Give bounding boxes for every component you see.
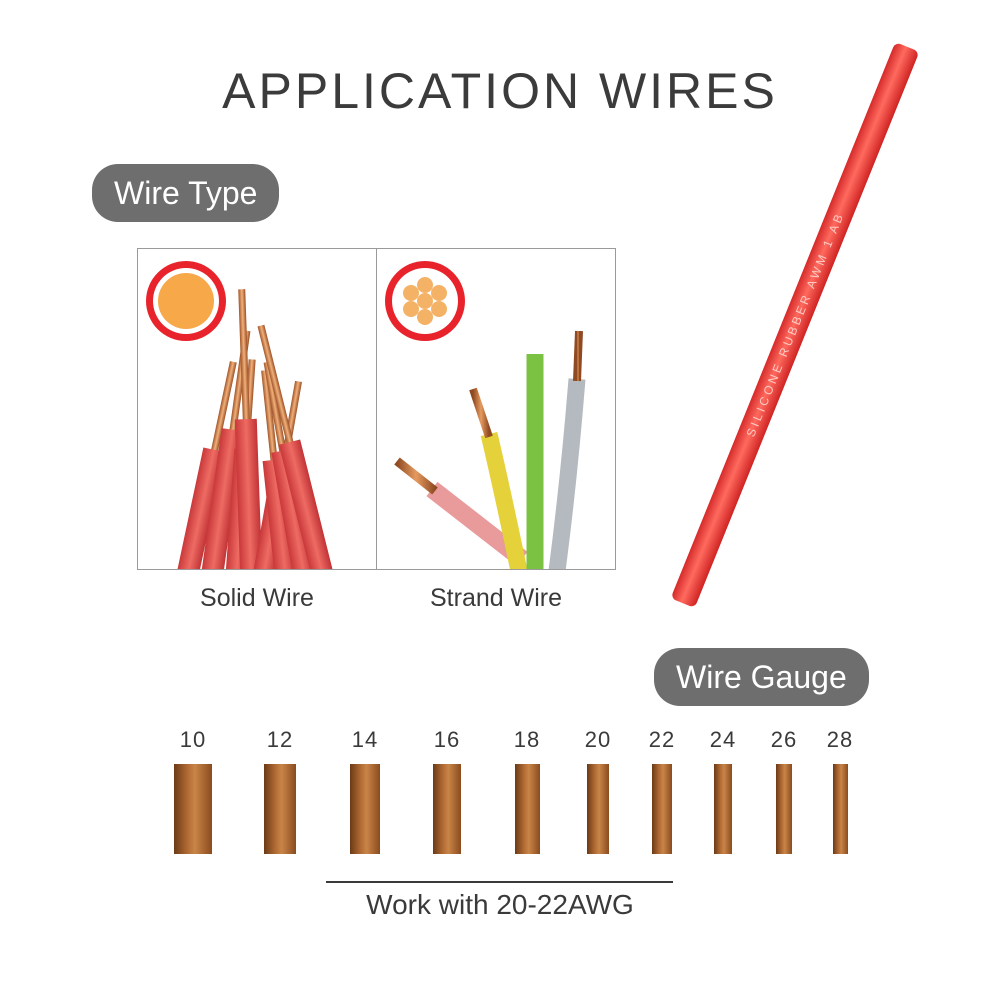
gauge-22: 22 (632, 720, 692, 854)
gauge-wire-sample (587, 764, 609, 854)
compatible-range-line (326, 881, 673, 883)
gauge-26: 26 (754, 720, 814, 854)
gauge-label: 12 (266, 727, 294, 752)
strand-wire-panel (376, 248, 616, 570)
gauge-wire-sample (264, 764, 296, 854)
gauge-wire-sample (514, 764, 540, 854)
gauge-wire-sample (174, 764, 212, 854)
solid-wire-label: Solid Wire (200, 584, 314, 612)
gauge-16: 16 (417, 720, 477, 854)
strand-wire-label: Strand Wire (430, 584, 562, 612)
gauge-label: 28 (826, 727, 854, 752)
gauge-label: 22 (648, 727, 676, 752)
solid-wire-cross-section-icon (146, 261, 226, 341)
wire-gauge-chart: 10 12 14 16 18 20 22 24 26 28 (0, 720, 1000, 870)
gauge-10: 10 (163, 720, 223, 854)
gauge-label: 24 (709, 727, 737, 752)
gauge-wire-sample (776, 764, 792, 854)
strand-wire-cross-section-icon (385, 261, 465, 341)
red-wire-print-text: SILICONE RUBBER AWM 1 AB (744, 210, 847, 439)
wire-type-heading: Wire Type (92, 164, 280, 222)
gauge-wire-sample (714, 764, 732, 854)
compatible-range-note: Work with 20-22AWG (366, 889, 634, 920)
gauge-18: 18 (497, 720, 557, 854)
gauge-label: 16 (433, 727, 461, 752)
gauge-label: 26 (770, 727, 798, 752)
gauge-label: 18 (513, 727, 541, 752)
gauge-14: 14 (335, 720, 395, 854)
gauge-label: 14 (351, 727, 379, 752)
gauge-24: 24 (693, 720, 753, 854)
wire-gauge-heading: Wire Gauge (654, 648, 869, 706)
gauge-28: 28 (810, 720, 870, 854)
gauge-12: 12 (250, 720, 310, 854)
gauge-wire-sample (350, 764, 380, 854)
gauge-20: 20 (568, 720, 628, 854)
strand-wires (394, 309, 586, 569)
red-silicone-wire-image: SILICONE RUBBER AWM 1 AB (672, 43, 918, 607)
gauge-wire-sample (433, 764, 461, 854)
strand-wire-illustration (385, 261, 586, 569)
gauge-wire-sample (652, 764, 672, 854)
solid-wire-illustration (146, 261, 337, 569)
gauge-label: 20 (584, 727, 612, 752)
solid-wire-panel (137, 248, 377, 570)
page-title: APPLICATION WIRES (222, 63, 778, 119)
solid-wire-bundle (174, 289, 337, 569)
gauge-wire-sample (832, 764, 848, 854)
gauge-label: 10 (179, 727, 207, 752)
